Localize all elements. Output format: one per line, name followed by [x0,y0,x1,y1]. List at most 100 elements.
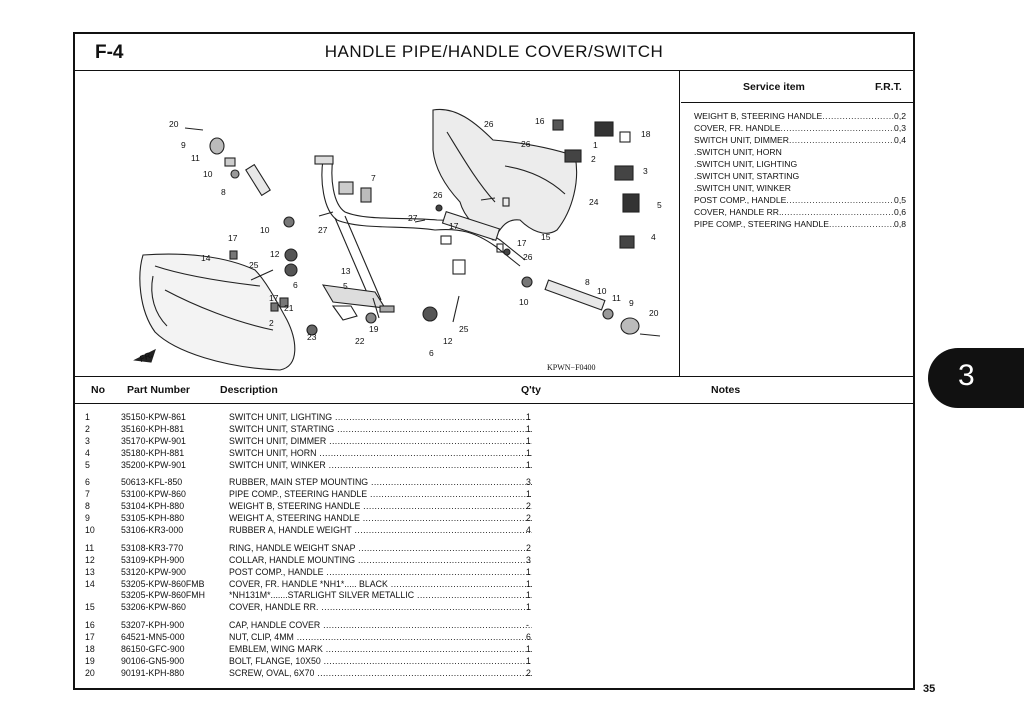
svg-text:26: 26 [521,139,531,149]
service-header: Service item F.R.T. [681,70,913,103]
part-description: *NH131M*.......STARLIGHT SILVER METALLIC [229,590,532,602]
part-description: RUBBER, MAIN STEP MOUNTING [229,477,532,489]
part-description: WEIGHT A, STEERING HANDLE [229,513,532,525]
svg-text:6: 6 [293,280,298,290]
part-number: 53205-KPW-860FMB [121,578,205,589]
part-no: 17 [85,632,95,643]
part-number: 53206-KPW-860 [121,602,186,613]
exploded-diagram: 20 9 11 10 8 10 17 14 12 25 6 17 21 2 23… [75,70,680,376]
svg-text:26: 26 [484,119,494,129]
part-qty: 1 [526,655,531,666]
svg-text:17: 17 [449,221,459,231]
part-number: 53106-KR3-000 [121,525,184,536]
part-description: SWITCH UNIT, WINKER [229,460,532,472]
col-description: Description [220,384,278,396]
part-no: 19 [85,655,95,666]
part-no: 12 [85,554,95,565]
svg-text:8: 8 [585,277,590,287]
svg-text:4: 4 [651,232,656,242]
part-description: SWITCH UNIT, DIMMER [229,436,532,448]
part-number: 90106-GN5-900 [121,655,185,666]
svg-text:26: 26 [523,252,533,262]
part-qty: 1 [526,412,531,422]
svg-text:10: 10 [597,286,607,296]
part-number: 53207-KPH-900 [121,620,185,631]
parts-row: 19 90106-GN5-900 BOLT, FLANGE, 10X501 [75,656,913,668]
service-item-heading: Service item [743,81,805,93]
service-item-frt: 0,3 [894,123,906,133]
service-row: SWITCH UNIT, DIMMER0,4 [694,134,906,146]
svg-text:17: 17 [517,238,527,248]
svg-text:27: 27 [408,213,418,223]
part-description: SWITCH UNIT, STARTING [229,424,532,436]
svg-text:11: 11 [191,153,200,163]
part-description: COVER, FR. HANDLE *NH1*..... BLACK [229,579,532,591]
svg-text:1: 1 [593,140,598,150]
diagram-svg: 20 9 11 10 8 10 17 14 12 25 6 17 21 2 23… [133,108,662,372]
part-qty: 1 [526,459,531,470]
part-no: 4 [85,447,90,458]
part-qty: 1 [526,566,531,577]
service-row: POST COMP., HANDLE0,5 [694,194,906,206]
svg-text:3: 3 [643,166,648,176]
part-qty: 2 [526,542,531,553]
part-number: 53205-KPW-860FMH [121,590,205,601]
part-no: 5 [85,459,90,470]
section-tab: 3 [928,348,1024,408]
parts-row: 14 53205-KPW-860FMB COVER, FR. HANDLE *NH1… [75,579,913,591]
part-qty: 1 [526,447,531,458]
svg-text:27: 27 [318,225,328,235]
part-description: EMBLEM, WING MARK [229,644,532,656]
part-description: WEIGHT B, STEERING HANDLE [229,501,532,513]
part-number: 53105-KPH-880 [121,513,185,524]
part-number: 53109-KPH-900 [121,554,185,565]
service-item-frt: 0,6 [894,207,906,217]
svg-text:17: 17 [269,293,279,303]
part-no: 14 [85,578,95,589]
part-qty: 1 [526,578,531,589]
part-no: 20 [85,667,95,678]
svg-text:9: 9 [181,140,186,150]
svg-text:14: 14 [201,253,211,263]
part-number: 35170-KPW-901 [121,435,186,446]
svg-text:8: 8 [221,187,226,197]
svg-text:18: 18 [641,129,651,139]
part-description: BOLT, FLANGE, 10X50 [229,656,532,668]
svg-text:25: 25 [459,324,469,334]
parts-table-header: No Part Number Description Q'ty Notes [75,376,913,404]
svg-text:12: 12 [270,249,280,259]
part-qty: 2 [526,501,531,512]
part-number: 53100-KPW-860 [121,489,186,500]
part-description: RING, HANDLE WEIGHT SNAP [229,543,532,555]
service-item-frt: 0,2 [894,111,906,121]
part-number: 35200-KPW-901 [121,459,186,470]
part-no: 6 [85,477,90,488]
service-row: .SWITCH UNIT, STARTING [694,170,906,182]
svg-text:5: 5 [657,200,662,210]
service-item-name: SWITCH UNIT, DIMMER [694,134,894,146]
part-description: NUT, CLIP, 4MM [229,632,532,644]
part-number: 35180-KPH-881 [121,447,185,458]
part-qty: 6 [526,632,531,643]
service-item-name: PIPE COMP., STEERING HANDLE [694,218,894,230]
part-number: 53108-KR3-770 [121,542,184,553]
part-qty: - [526,620,529,631]
part-qty: 1 [526,423,531,434]
part-number: 53104-KPH-880 [121,501,185,512]
col-no: No [91,384,105,396]
part-no: 9 [85,513,90,524]
part-no: 18 [85,644,95,655]
service-item-name: .SWITCH UNIT, STARTING [694,171,800,181]
svg-text:21: 21 [284,303,294,313]
service-item-name: COVER, HANDLE RR. [694,206,894,218]
part-description: COLLAR, HANDLE MOUNTING [229,555,532,567]
page-header: F-4 HANDLE PIPE/HANDLE COVER/SWITCH [75,34,913,71]
